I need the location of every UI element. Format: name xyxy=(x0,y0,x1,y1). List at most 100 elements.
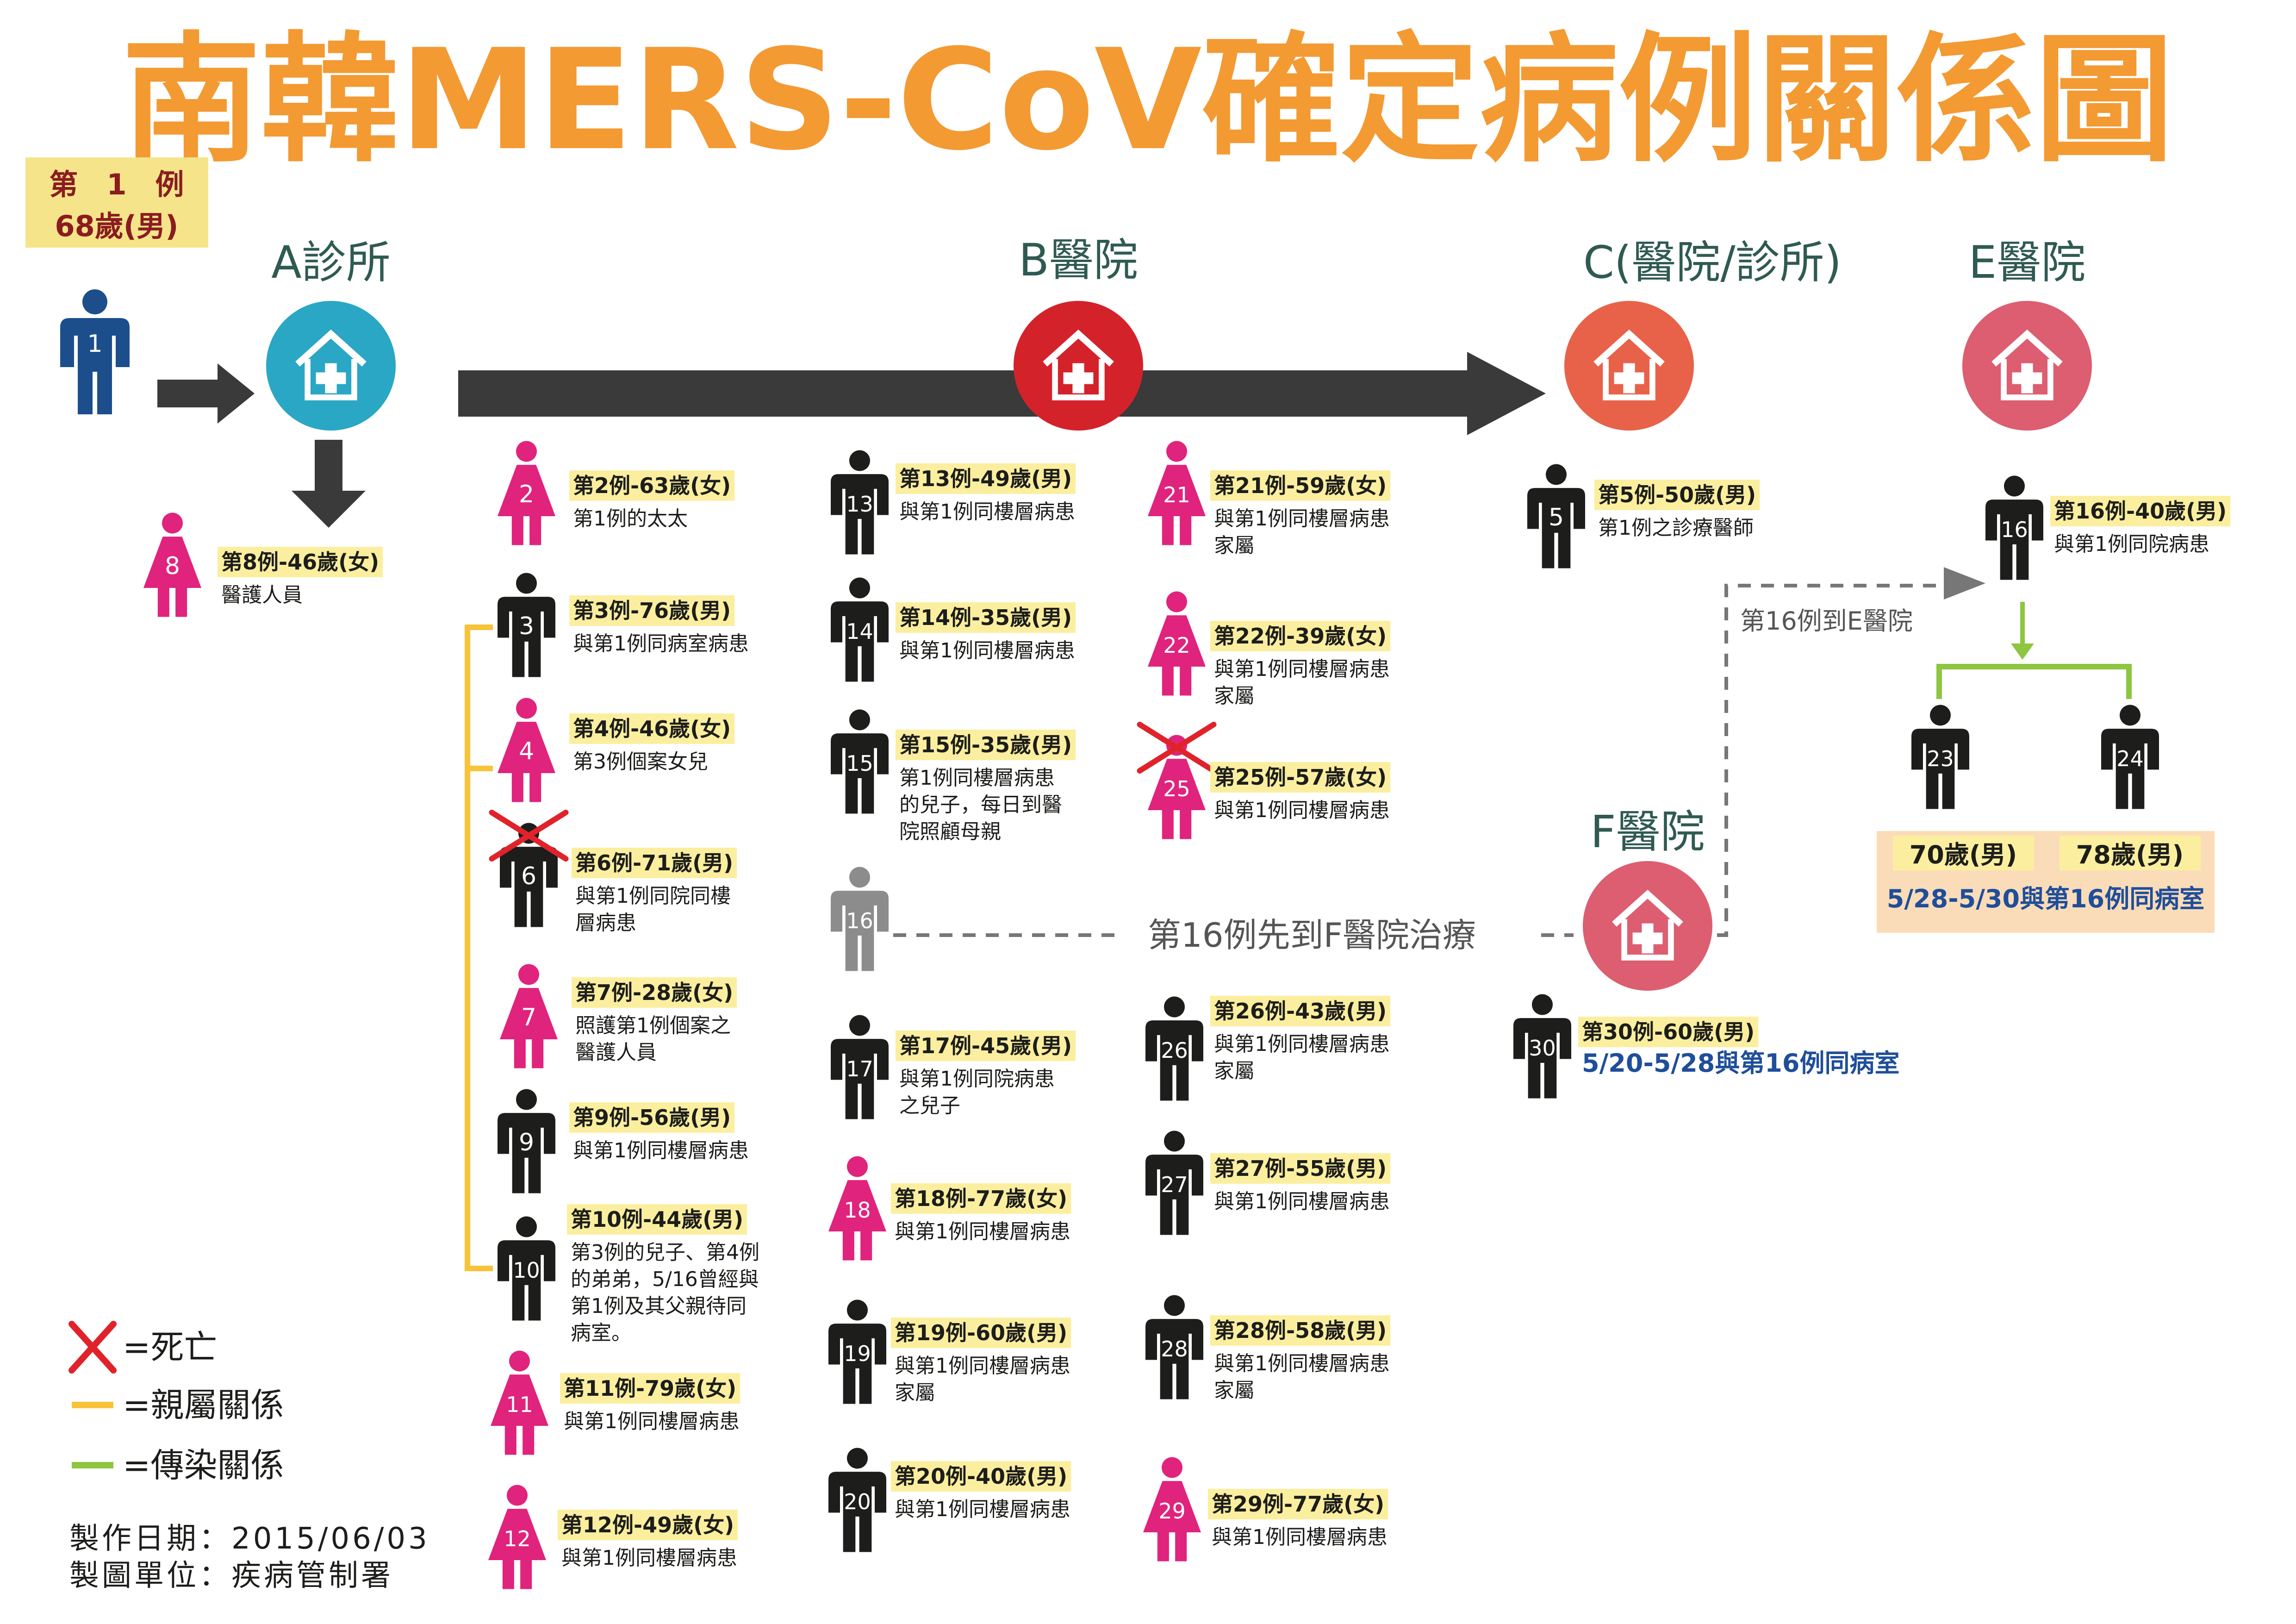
case-9-figure: 9 xyxy=(498,1089,555,1193)
case-2-heading: 第2例-63歲(女) xyxy=(573,473,731,498)
e-group-case23-label: 70歲(男) xyxy=(1910,840,2017,869)
e-group-note: 5/28-5/30與第16例同病室 xyxy=(1887,884,2204,913)
case-25-heading-highlight xyxy=(1210,762,1391,793)
case-6-figure: 6 xyxy=(489,810,569,927)
case-4-heading-highlight xyxy=(569,713,735,744)
dashed-f-to-e xyxy=(1717,584,1944,937)
annotation-e-path: 第16例到E醫院 xyxy=(1740,606,1913,636)
e-group-case24-label: 78歲(男) xyxy=(2076,840,2184,869)
case-18-label: 第18例-77歲(女)與第1例同樓層病患 xyxy=(891,1183,1071,1243)
case-13-number: 13 xyxy=(846,492,873,517)
case-26-number: 26 xyxy=(1161,1038,1188,1063)
case-28-figure: 28 xyxy=(1145,1295,1203,1399)
case-29-heading-highlight xyxy=(1208,1489,1388,1519)
case-15-heading: 第15例-35歲(男) xyxy=(899,732,1072,757)
case-14-desc-1: 與第1例同樓層病患 xyxy=(899,639,1075,662)
case-9-heading: 第9例-56歲(男) xyxy=(573,1105,731,1130)
case-26-heading: 第26例-43歲(男) xyxy=(1214,999,1387,1024)
case-17-heading-highlight xyxy=(896,1031,1076,1061)
case-8-heading-highlight xyxy=(218,547,383,577)
case-22-heading: 第22例-39歲(女) xyxy=(1214,624,1387,649)
case-13-desc-1: 與第1例同樓層病患 xyxy=(899,500,1075,524)
index-case-number: 1 xyxy=(87,330,102,358)
case-14-number: 14 xyxy=(846,619,873,644)
case-11-label: 第11例-79歲(女)與第1例同樓層病患 xyxy=(560,1373,740,1433)
case-18-desc-1: 與第1例同樓層病患 xyxy=(895,1220,1070,1243)
case-25-heading: 第25例-57歲(女) xyxy=(1214,765,1387,790)
case-22-desc-1: 與第1例同樓層病患 xyxy=(1214,657,1390,681)
case-26-desc-1: 與第1例同樓層病患 xyxy=(1214,1032,1390,1056)
e-group-case24-highlight xyxy=(2060,836,2201,870)
arrow-a-to-case8 xyxy=(292,440,366,528)
case-3-figure: 3 xyxy=(498,573,555,677)
case-23-number: 23 xyxy=(1927,746,1954,771)
case-15-desc-3: 院照顧母親 xyxy=(899,820,1001,843)
case-21-heading-highlight xyxy=(1210,470,1391,501)
case-7-figure: 7 xyxy=(500,964,558,1068)
case-27-heading: 第27例-55歲(男) xyxy=(1214,1156,1387,1181)
case-25-desc-1: 與第1例同樓層病患 xyxy=(1214,799,1390,822)
case-12-number: 12 xyxy=(504,1526,531,1551)
case-10-desc-2: 的弟弟，5/16曾經與 xyxy=(571,1268,759,1291)
family-bracket xyxy=(465,625,493,1271)
case-3-label: 第3例-76歲(男)與第1例同病室病患 xyxy=(569,595,749,656)
case-28-desc-1: 與第1例同樓層病患 xyxy=(1214,1352,1390,1375)
page-title: 南韓MERS-CoV確定病例關係圖 xyxy=(122,19,2174,181)
case-22-heading-highlight xyxy=(1210,621,1391,651)
case-10-label: 第10例-44歲(男)第3例的兒子、第4例的弟弟，5/16曾經與第1例及其父親待… xyxy=(567,1204,759,1345)
case-10-heading-highlight xyxy=(567,1204,747,1235)
case-20-number: 20 xyxy=(844,1489,871,1514)
case-8-number: 8 xyxy=(165,552,180,580)
case-28-desc-2: 家屬 xyxy=(1214,1379,1255,1402)
case-11-figure: 11 xyxy=(491,1350,548,1455)
case-14-heading: 第14例-35歲(男) xyxy=(899,605,1072,630)
case-20-desc-1: 與第1例同樓層病患 xyxy=(895,1498,1070,1521)
case-2-label: 第2例-63歲(女)第1例的太太 xyxy=(569,470,735,531)
case-17-desc-2: 之兒子 xyxy=(899,1094,960,1118)
case-20-heading-highlight xyxy=(891,1461,1071,1492)
annotation-f-path: 第16例先到F醫院治療 xyxy=(1148,916,1476,955)
case-2-heading-highlight xyxy=(569,470,735,501)
case-17-figure: 17 xyxy=(831,1015,889,1119)
e-hospital-group: 70歲(男) 78歲(男) 5/28-5/30與第16例同病室 xyxy=(1877,602,2215,933)
case-10-desc-4: 病室。 xyxy=(571,1321,632,1345)
case-15-heading-highlight xyxy=(896,730,1076,760)
case-12-figure: 12 xyxy=(488,1485,546,1589)
case-10-desc-1: 第3例的兒子、第4例 xyxy=(571,1241,759,1264)
case-15-desc-1: 第1例同樓層病患 xyxy=(899,766,1055,790)
case-10-figure: 10 xyxy=(498,1216,555,1321)
case-19-number: 19 xyxy=(844,1341,871,1366)
case-21-desc-2: 家屬 xyxy=(1214,534,1255,557)
case-4-heading: 第4例-46歲(女) xyxy=(573,716,731,741)
case-3-heading: 第3例-76歲(男) xyxy=(573,598,731,623)
case-13-label: 第13例-49歲(男)與第1例同樓層病患 xyxy=(896,463,1076,524)
case-27-number: 27 xyxy=(1161,1172,1188,1197)
case-5-desc-1: 第1例之診療醫師 xyxy=(1598,516,1754,540)
case-11-heading-highlight xyxy=(560,1373,740,1404)
case-5-figure: 5 xyxy=(1527,464,1585,568)
case-7-heading: 第7例-28歲(女) xyxy=(575,980,733,1005)
case-18-heading-highlight xyxy=(891,1183,1071,1214)
case-30-heading-highlight xyxy=(1578,1017,1759,1047)
case-29-label: 第29例-77歲(女) 與第1例同樓層病患 xyxy=(1208,1489,1388,1549)
case-4-desc-1: 第3例個案女兒 xyxy=(573,750,708,774)
arrow-index-to-a xyxy=(157,363,255,424)
case-29-heading: 第29例-77歲(女) xyxy=(1212,1492,1384,1517)
case-27-figure: 27 xyxy=(1145,1131,1203,1235)
case-17-heading: 第17例-45歲(男) xyxy=(899,1033,1072,1058)
case-21-figure: 21 xyxy=(1148,441,1206,545)
case-11-number: 11 xyxy=(506,1392,533,1417)
case-19-heading: 第19例-60歲(男) xyxy=(895,1320,1067,1345)
case-4-figure: 4 xyxy=(498,698,555,802)
case-29-desc-1: 與第1例同樓層病患 xyxy=(1212,1525,1388,1549)
facility-b: B醫院 xyxy=(1014,234,1143,431)
case-10-desc-3: 第1例及其父親待同 xyxy=(571,1294,747,1318)
case-6-desc-1: 與第1例同院同樓 xyxy=(575,884,731,908)
case-7-desc-2: 醫護人員 xyxy=(575,1041,657,1064)
case-20-figure: 20 xyxy=(828,1448,886,1552)
case-4-number: 4 xyxy=(519,737,534,765)
